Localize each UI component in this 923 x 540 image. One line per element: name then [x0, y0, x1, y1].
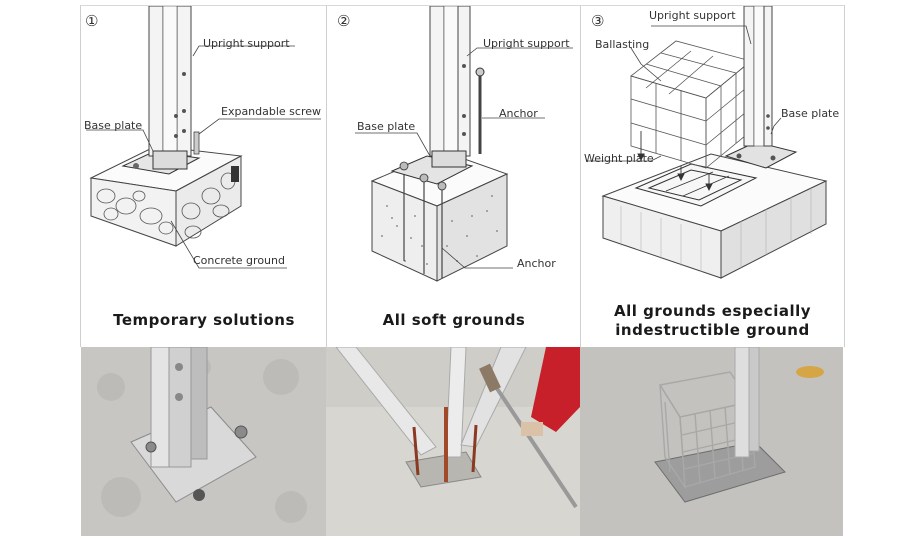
panel-soft-grounds: ② Upright support Anchor Base plate Anch…	[326, 5, 582, 347]
label-concrete-ground: Concrete ground	[193, 254, 285, 267]
label-anchor-top: Anchor	[499, 107, 538, 120]
caption-line-1: All grounds especially	[613, 302, 812, 320]
caption: All soft grounds	[382, 311, 526, 329]
caption: Temporary solutions	[113, 311, 295, 329]
panel-number: ③	[591, 12, 605, 30]
ballast-diagram	[586, 6, 828, 279]
photo-ballast-cage	[580, 347, 843, 536]
label-upright-support: Upright support	[649, 9, 736, 22]
label-base-plate: Base plate	[357, 120, 416, 133]
photo-anchored-base-plate	[326, 347, 580, 536]
panel-indestructible-ground: ③ Upright support Ballasting Base plate …	[580, 5, 845, 347]
panel-temporary-solutions: ① Upright support Expandable screw Base …	[80, 5, 328, 347]
label-upright-support: Upright support	[203, 37, 290, 50]
caption-line-2: indestructible ground	[615, 321, 810, 339]
label-ballasting: Ballasting	[595, 38, 650, 51]
soft-ground-diagram	[355, 6, 573, 282]
label-base-plate: Base plate	[84, 119, 143, 132]
panel-number: ②	[337, 12, 351, 30]
panel-number: ①	[85, 12, 99, 30]
label-base-plate: Base plate	[781, 107, 840, 120]
label-upright-support: Upright support	[483, 37, 570, 50]
concrete-base-diagram	[86, 6, 321, 269]
label-anchor-bottom: Anchor	[517, 257, 556, 270]
label-weight-plate: Weight plate	[584, 152, 654, 165]
label-expandable-screw: Expandable screw	[221, 105, 322, 118]
photo-base-plate-on-concrete	[81, 347, 326, 536]
